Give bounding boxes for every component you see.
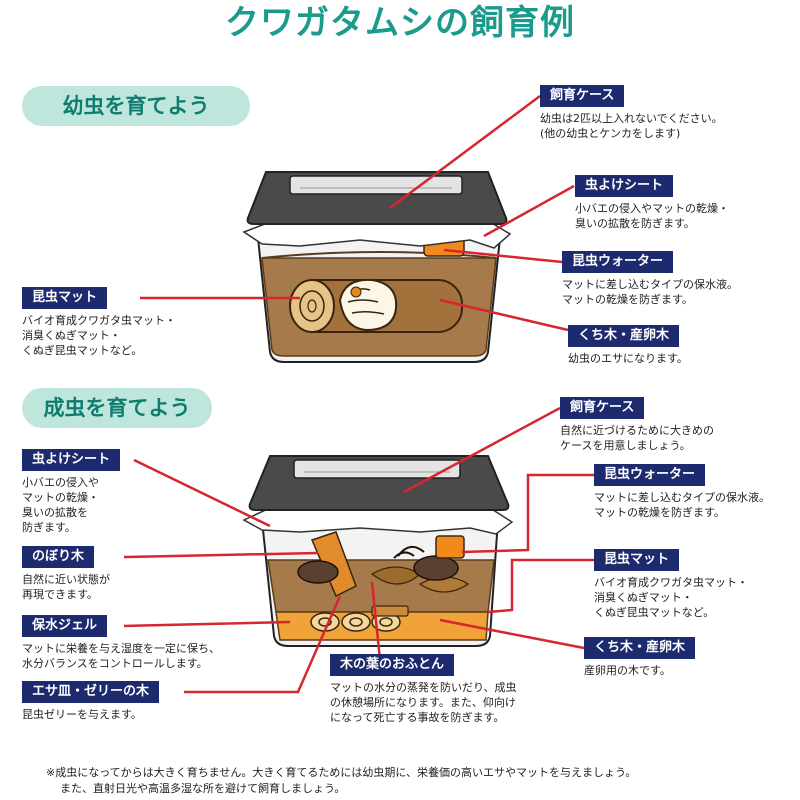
desc-sheet-1: 小バエの侵入やマットの乾燥・臭いの拡散を防ぎます。 [575, 202, 729, 230]
label-wood-2: くち木・産卵木 [584, 637, 696, 659]
section-heading-larva: 幼虫を育てよう [22, 86, 250, 126]
label-climb-wood: のぼり木 [22, 546, 95, 568]
desc-case-1: 幼虫は2匹以上入れないでください。(他の幼虫とケンカをします) [540, 112, 723, 140]
desc-water-2: マットに差し込むタイプの保水液。マットの乾燥を防ぎます。 [594, 491, 770, 519]
label-case-1: 飼育ケース [540, 85, 625, 107]
desc-wood-1: 幼虫のエサになります。 [568, 352, 688, 365]
label-mat-1: 昆虫マット [22, 287, 108, 309]
desc-water-1: マットに差し込むタイプの保水液。マットの乾燥を防ぎます。 [562, 278, 738, 306]
label-leaf-bed: 木の葉のおふとん [330, 654, 455, 676]
label-sheet-1: 虫よけシート [575, 175, 674, 197]
label-mat-2: 昆虫マット [594, 549, 680, 571]
label-water-1: 昆虫ウォーター [562, 251, 674, 273]
desc-gel: マットに栄養を与え湿度を一定に保ち、水分バランスをコントロールします。 [22, 642, 220, 670]
label-wood-1: くち木・産卵木 [568, 325, 680, 347]
label-gel: 保水ジェル [22, 615, 108, 637]
pointer-lines [123, 94, 594, 694]
label-sheet-2: 虫よけシート [22, 449, 121, 471]
label-water-2: 昆虫ウォーター [594, 464, 706, 486]
section-heading-adult: 成虫を育てよう [22, 388, 212, 428]
page-title: クワガタムシの飼育例 [225, 3, 575, 43]
adult-case-illustration [242, 455, 514, 647]
desc-leaf-bed: マットの水分の蒸発を防いだり、成虫の休憩場所になります。また、仰向けになって死亡… [330, 681, 517, 724]
desc-sheet-2: 小バエの侵入やマットの乾燥・臭いの拡散を防ぎます。 [22, 476, 99, 534]
desc-mat-2: バイオ育成クワガタ虫マット・消臭くぬぎマット・くぬぎ昆虫マットなど。 [594, 576, 748, 619]
desc-climb-wood: 自然に近い状態が再現できます。 [22, 573, 110, 601]
label-feeder: エサ皿・ゼリーの木 [22, 681, 160, 703]
desc-wood-2: 産卵用の木です。 [584, 664, 671, 677]
desc-feeder: 昆虫ゼリーを与えます。 [22, 708, 142, 721]
desc-mat-1: バイオ育成クワガタ虫マット・消臭くぬぎマット・くぬぎ昆虫マットなど。 [22, 314, 176, 357]
larva-case-illustration [242, 171, 512, 363]
label-case-2: 飼育ケース [560, 397, 645, 419]
desc-case-2: 自然に近づけるために大きめのケースを用意しましょう。 [560, 424, 714, 452]
footnote: ※成虫になってからは大きく育ちません。大きく育てるためには幼虫期に、栄養価の高い… [46, 766, 637, 795]
